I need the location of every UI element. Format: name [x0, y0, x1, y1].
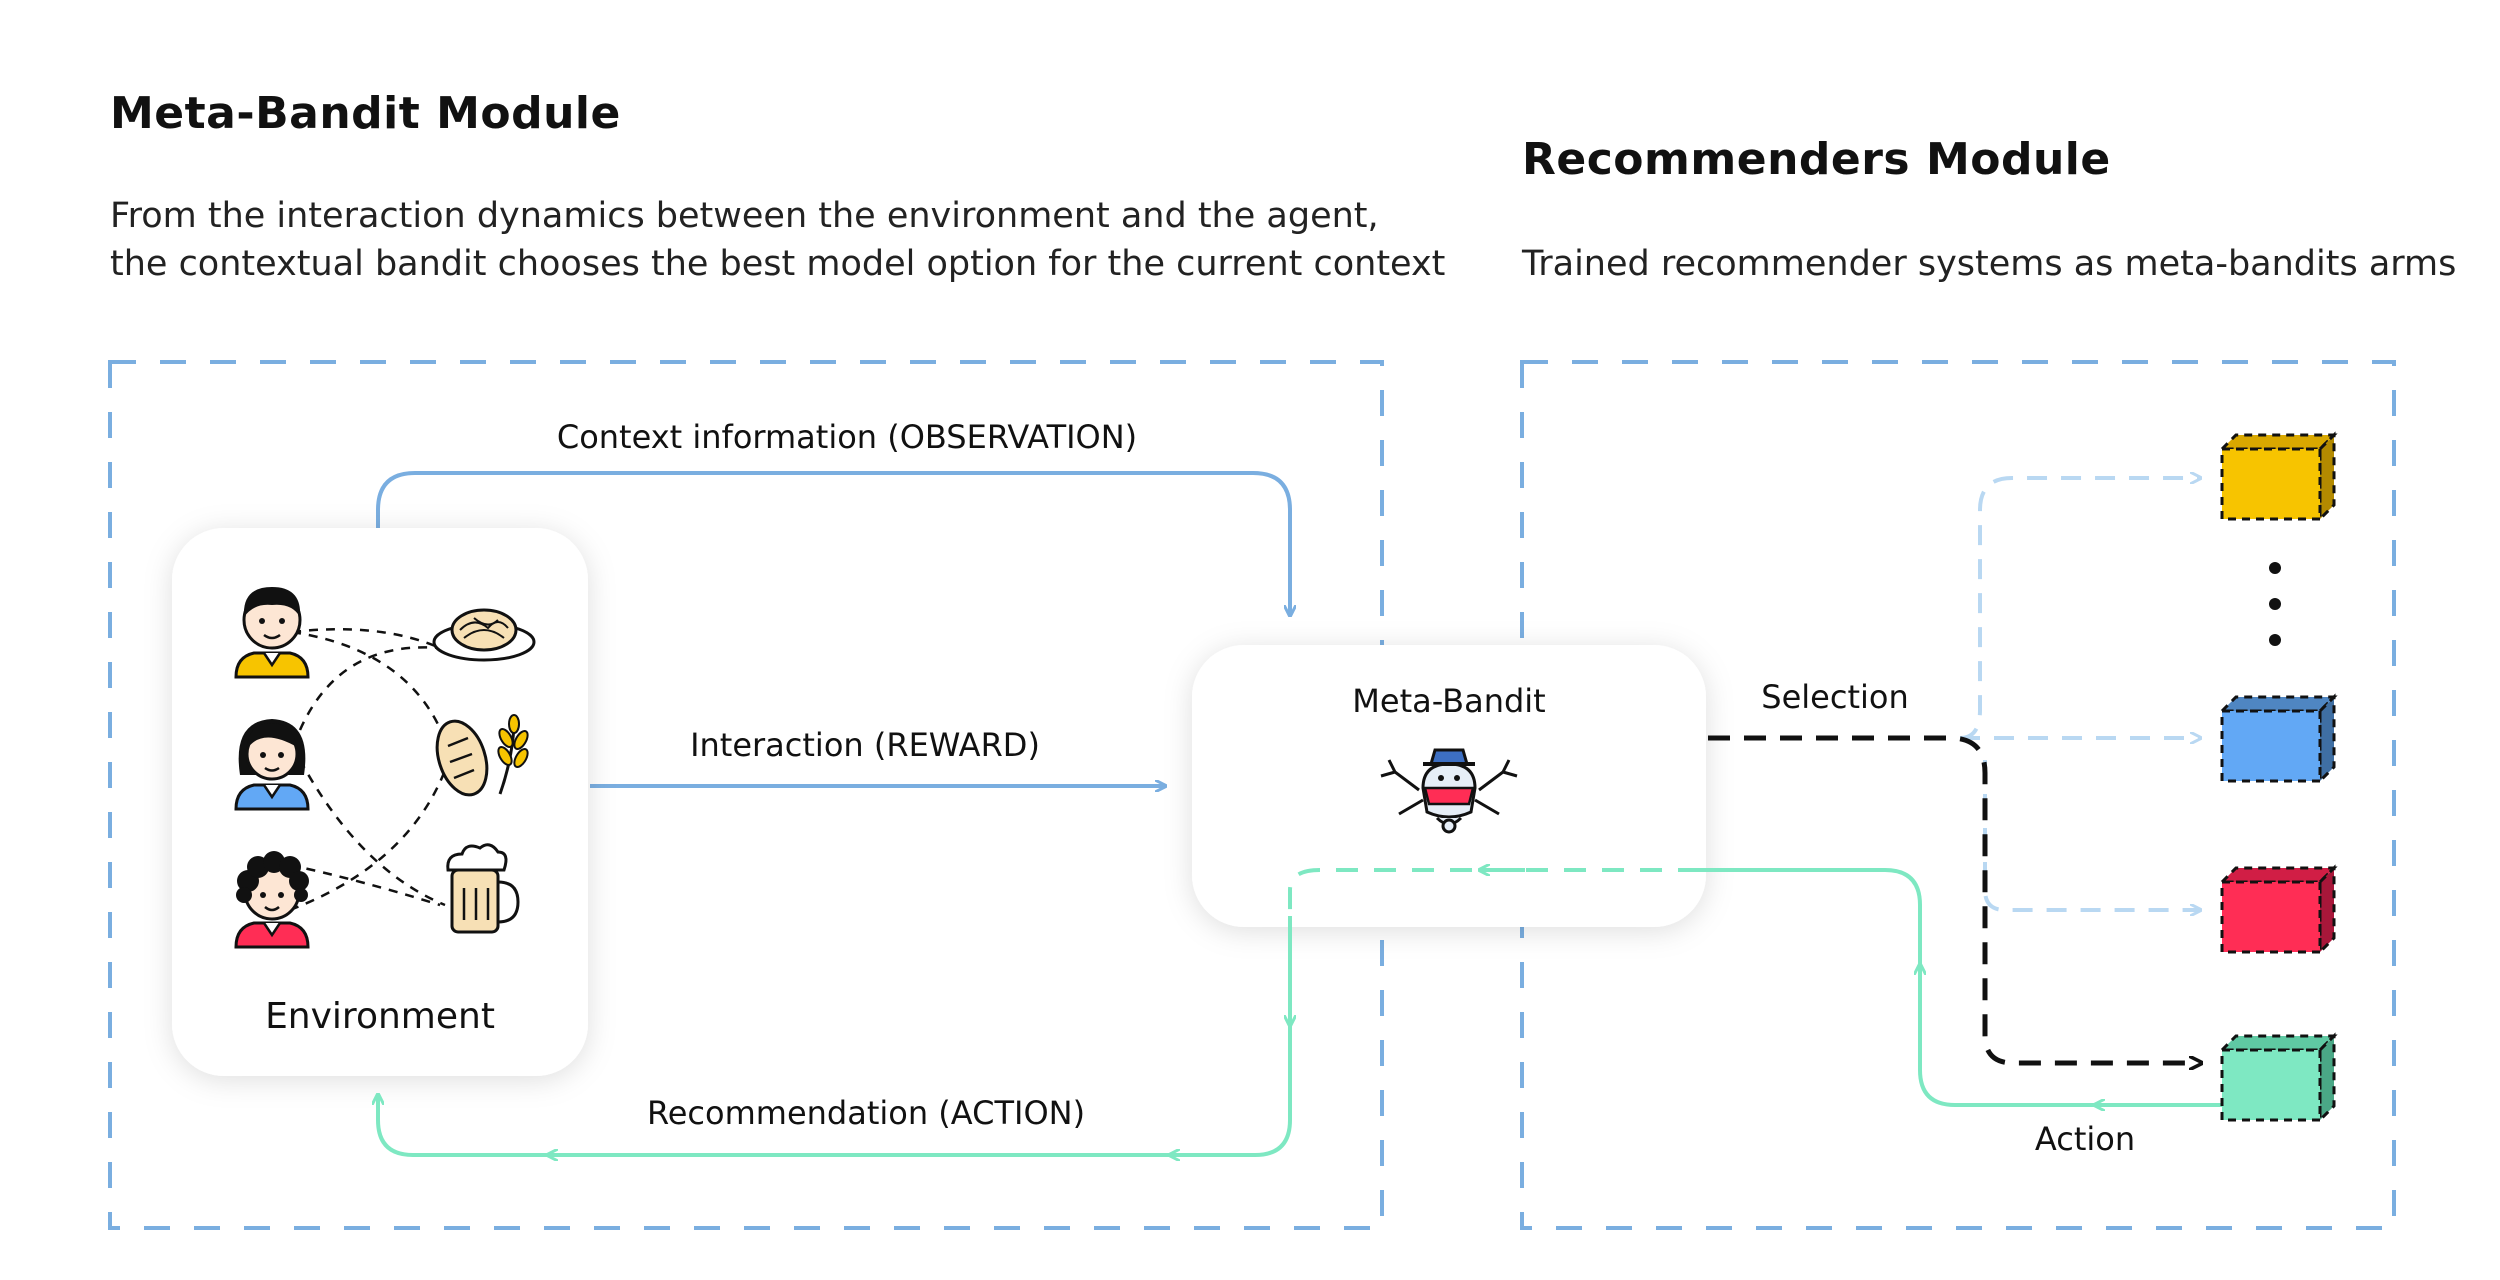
environment-label: Environment — [265, 996, 495, 1037]
meta-bandit-label: Meta-Bandit — [1352, 682, 1545, 720]
person-yellow-icon — [234, 587, 310, 679]
action-arrow — [1700, 868, 2222, 1107]
context-label: Context information (OBSERVATION) — [557, 418, 1137, 456]
recommenders-module-border — [1520, 360, 2396, 1230]
recommendation-arrow — [378, 1025, 1292, 1157]
user-item-links — [289, 628, 454, 912]
interaction-label: Interaction (REWARD) — [690, 726, 1040, 764]
pasta-icon — [432, 608, 536, 662]
person-red-icon — [234, 851, 310, 949]
bandit-robot-icon — [1380, 748, 1518, 834]
recommenders-module-title: Recommenders Module — [1522, 134, 2111, 185]
action-label: Action — [2035, 1120, 2135, 1158]
arm-cube-green-icon — [2218, 1032, 2338, 1124]
environment-box — [172, 528, 588, 1076]
recommendation-label: Recommendation (ACTION) — [647, 1094, 1085, 1132]
wheat-icon — [497, 714, 529, 795]
bread-icon — [435, 719, 489, 797]
context-arrow — [376, 471, 1290, 615]
more-arms-ellipsis — [2269, 562, 2281, 646]
meta-bandit-module-description-line1: From the interaction dynamics between th… — [110, 196, 1379, 236]
arm-cube-yellow-icon — [2218, 431, 2338, 523]
recommenders-module-description: Trained recommender systems as meta-band… — [1522, 244, 2457, 284]
person-blue-icon — [234, 719, 310, 811]
beer-mug-icon — [446, 843, 520, 934]
selection-arrow — [1708, 735, 2200, 1063]
selection-branch-top — [1959, 478, 2200, 740]
arm-cube-blue-icon — [2218, 693, 2338, 785]
meta-bandit-module-title: Meta-Bandit Module — [110, 88, 621, 139]
arm-cube-red-icon — [2218, 864, 2338, 956]
selection-label: Selection — [1761, 678, 1908, 716]
selection-branch-red — [1983, 760, 2200, 910]
action-feedback-dashed — [1288, 868, 1700, 916]
meta-bandit-module-description-line2: the contextual bandit chooses the best m… — [110, 244, 1446, 284]
